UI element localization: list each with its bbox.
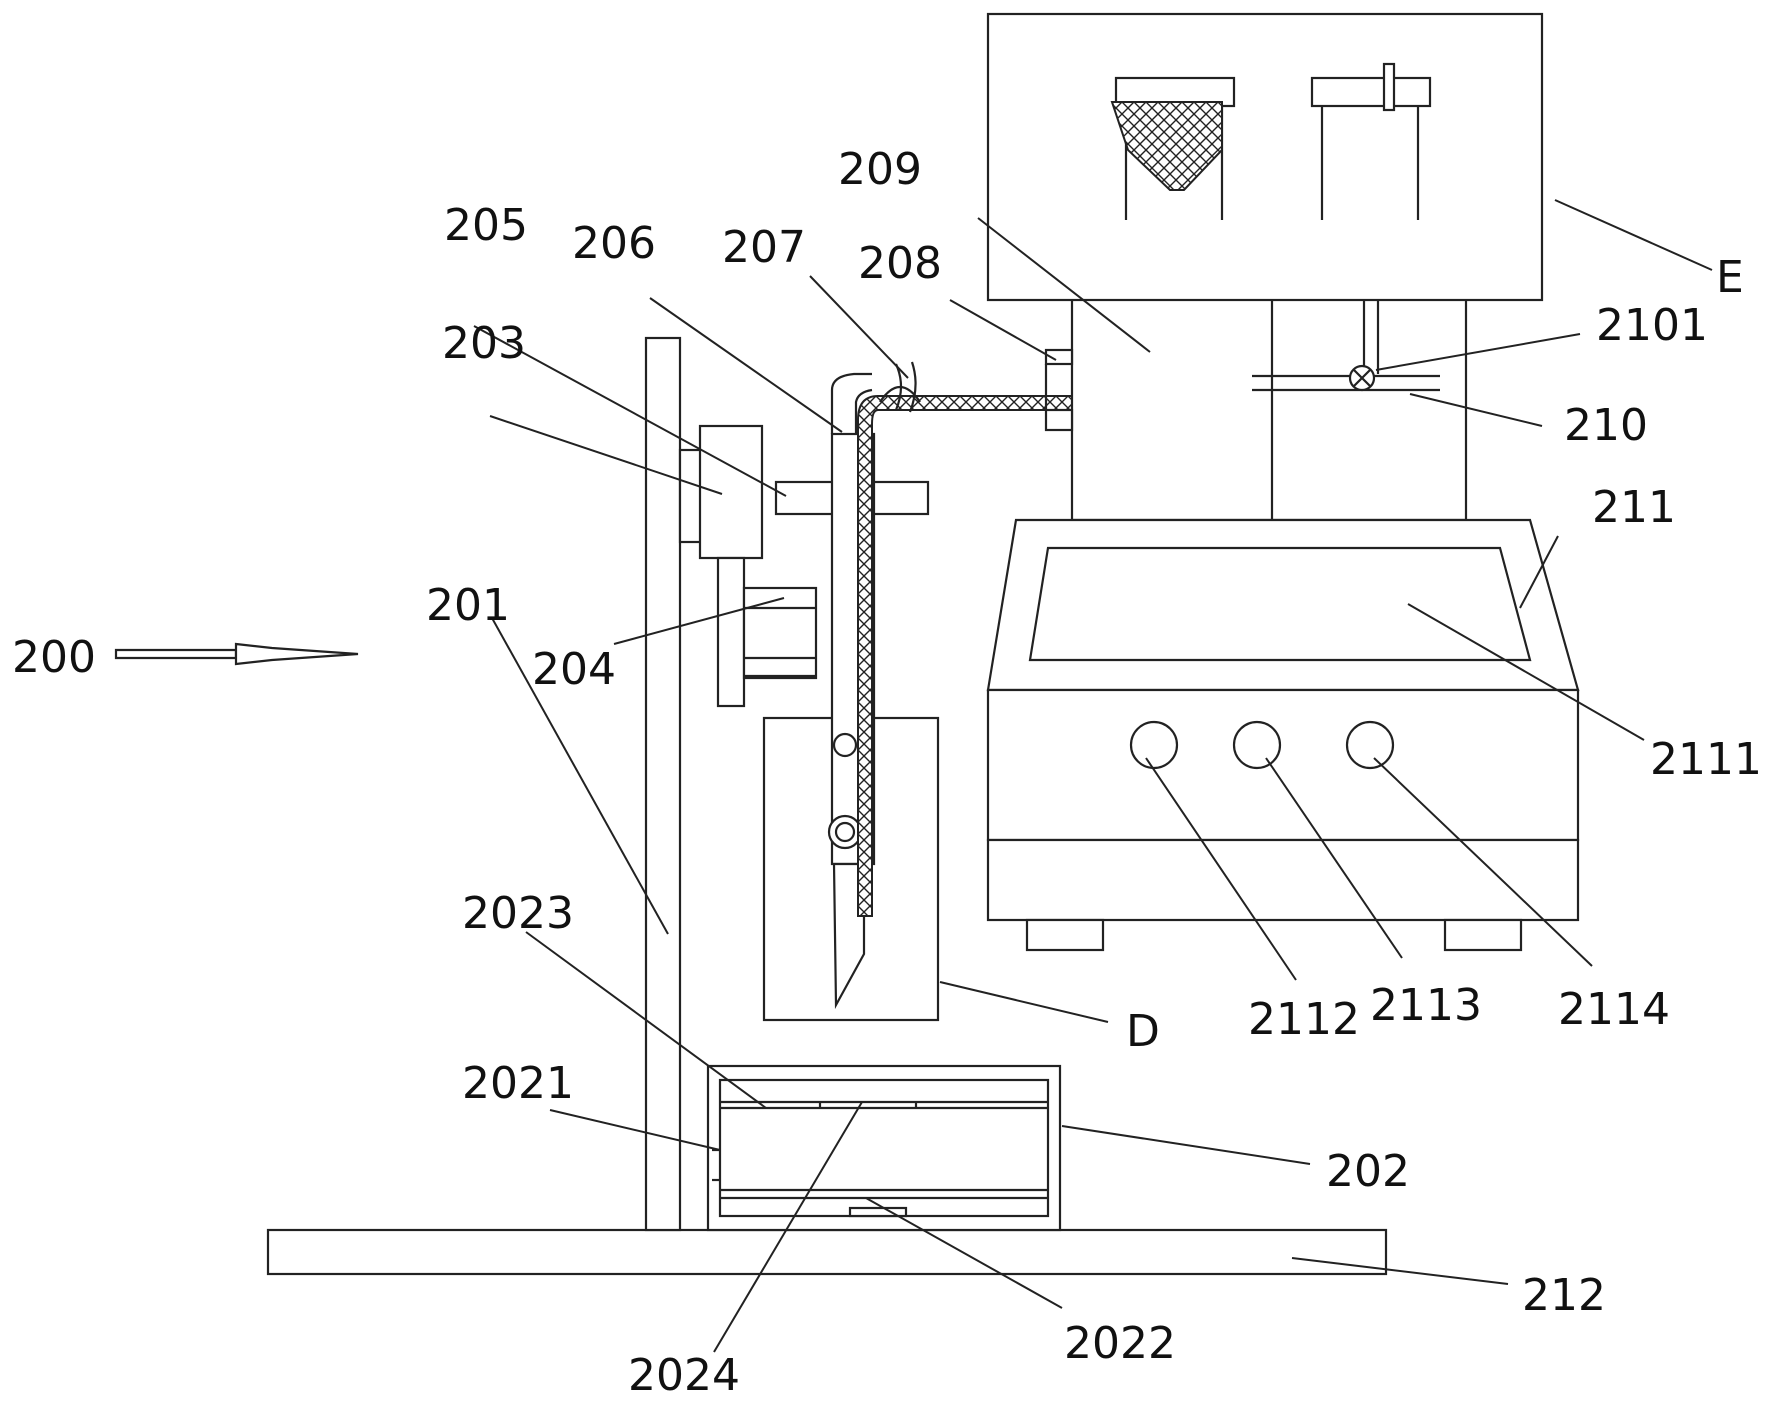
label-203: 203 [442,318,526,369]
knob-2113 [1232,720,1282,770]
foot-left [1025,918,1105,952]
label-208: 208 [858,238,942,289]
control-panel [986,688,1580,842]
machine-base [986,838,1580,922]
base-plate [266,1228,1388,1276]
nozzle-bottom [1044,408,1074,432]
label-2101: 2101 [1596,300,1708,351]
arrow-200 [234,642,359,666]
part-labels: 200 201 202 203 204 205 206 207 208 209 … [12,144,1762,1401]
label-d: D [1126,1006,1160,1057]
foot-right [1443,918,1523,952]
clamp-assembly [678,424,930,708]
leader-lines [473,199,1713,1353]
cylinder-cap [1310,76,1432,108]
label-207: 207 [722,222,806,273]
main-machine [986,518,1580,952]
motor-block [698,424,764,560]
clamp-rod [716,556,746,708]
label-2023: 2023 [462,888,574,939]
label-e: E [1716,252,1744,303]
lower-box-pad [848,1206,908,1218]
display-screen [1028,546,1532,662]
slider-pin-top [832,732,858,758]
cutting-blade [832,862,866,1010]
label-206: 206 [572,218,656,269]
label-2021: 2021 [462,1058,574,1109]
label-209: 209 [838,144,922,195]
label-204: 204 [532,644,616,695]
label-2112: 2112 [1248,994,1360,1045]
nozzle-top [1044,348,1074,366]
knob-2114 [1345,720,1395,770]
label-202: 202 [1326,1146,1410,1197]
lower-box-inner [718,1078,1050,1218]
detail-e-box [986,12,1544,302]
label-2114: 2114 [1558,984,1670,1035]
label-2024: 2024 [628,1350,740,1401]
label-2113: 2113 [1370,980,1482,1031]
vertical-column [644,336,682,1232]
label-2022: 2022 [1064,1318,1176,1369]
label-201: 201 [426,580,510,631]
clamp-plate [678,448,704,544]
knob-2112 [1129,720,1179,770]
lower-box-assembly [706,1064,1062,1232]
label-205: 205 [444,200,528,251]
label-212: 212 [1522,1270,1606,1321]
label-211: 211 [1592,482,1676,533]
label-2111: 2111 [1650,734,1762,785]
label-210: 210 [1564,400,1648,451]
cylinder-pin [1382,62,1396,112]
drive-block [742,586,818,680]
detail-box-e [986,12,1544,302]
label-200: 200 [12,632,96,683]
